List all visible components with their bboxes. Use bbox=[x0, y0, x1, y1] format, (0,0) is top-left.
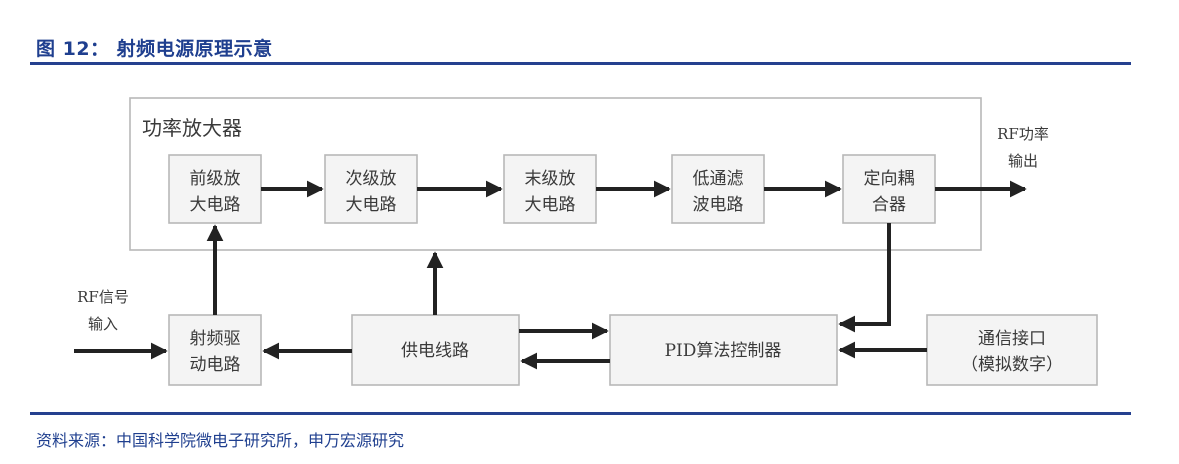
pid-label: PID算法控制器 bbox=[665, 341, 782, 361]
comm-interface-block: 通信接口 （模拟数字） bbox=[926, 314, 1098, 386]
power-supply-block: 供电线路 bbox=[351, 314, 520, 386]
pre-amp-line2: 大电路 bbox=[190, 195, 241, 215]
second-amp-block: 次级放 大电路 bbox=[324, 154, 418, 224]
rf-output-label-line1: RF功率 bbox=[997, 125, 1049, 143]
interface-line2: （模拟数字） bbox=[961, 355, 1063, 375]
bottom-rule bbox=[30, 412, 1131, 415]
final-amp-line1: 末级放 bbox=[525, 169, 576, 189]
figure-title: 图 12： 射频电源原理示意 bbox=[36, 38, 273, 60]
final-amp-line2: 大电路 bbox=[525, 195, 576, 215]
pre-amp-block: 前级放 大电路 bbox=[168, 154, 262, 224]
directional-coupler-block: 定向耦 合器 bbox=[842, 154, 936, 224]
lowpass-line1: 低通滤 bbox=[693, 169, 744, 189]
rf-driver-block: 射频驱 动电路 bbox=[168, 314, 262, 386]
signal-arrows bbox=[74, 180, 1027, 370]
second-amp-line1: 次级放 bbox=[346, 169, 397, 189]
power-supply-label: 供电线路 bbox=[401, 341, 469, 361]
rf-input-label-line2: 输入 bbox=[88, 315, 118, 333]
final-amp-block: 末级放 大电路 bbox=[503, 154, 597, 224]
driver-line2: 动电路 bbox=[190, 355, 241, 375]
lowpass-line2: 波电路 bbox=[693, 195, 744, 215]
rf-input-label-line1: RF信号 bbox=[77, 288, 129, 306]
arrow-coupler-feedback-to-pid bbox=[838, 223, 891, 333]
interface-line1: 通信接口 bbox=[978, 329, 1046, 349]
lowpass-filter-block: 低通滤 波电路 bbox=[671, 154, 765, 224]
top-rule bbox=[30, 62, 1131, 65]
pid-controller-block: PID算法控制器 bbox=[609, 314, 838, 386]
second-amp-line2: 大电路 bbox=[346, 195, 397, 215]
pre-amp-line1: 前级放 bbox=[190, 169, 241, 189]
power-amplifier-title: 功率放大器 bbox=[142, 116, 242, 140]
coupler-line2: 合器 bbox=[872, 195, 906, 215]
block-diagram: 功率放大器 前级放 大电路 次级放 大电路 末级放 大电路 低通滤 波电路 定向… bbox=[74, 97, 1098, 386]
coupler-line1: 定向耦 bbox=[864, 169, 915, 189]
driver-line1: 射频驱 bbox=[190, 329, 241, 349]
source-note: 资料来源：中国科学院微电子研究所，申万宏源研究 bbox=[36, 431, 405, 450]
rf-output-label-line2: 输出 bbox=[1008, 152, 1038, 170]
